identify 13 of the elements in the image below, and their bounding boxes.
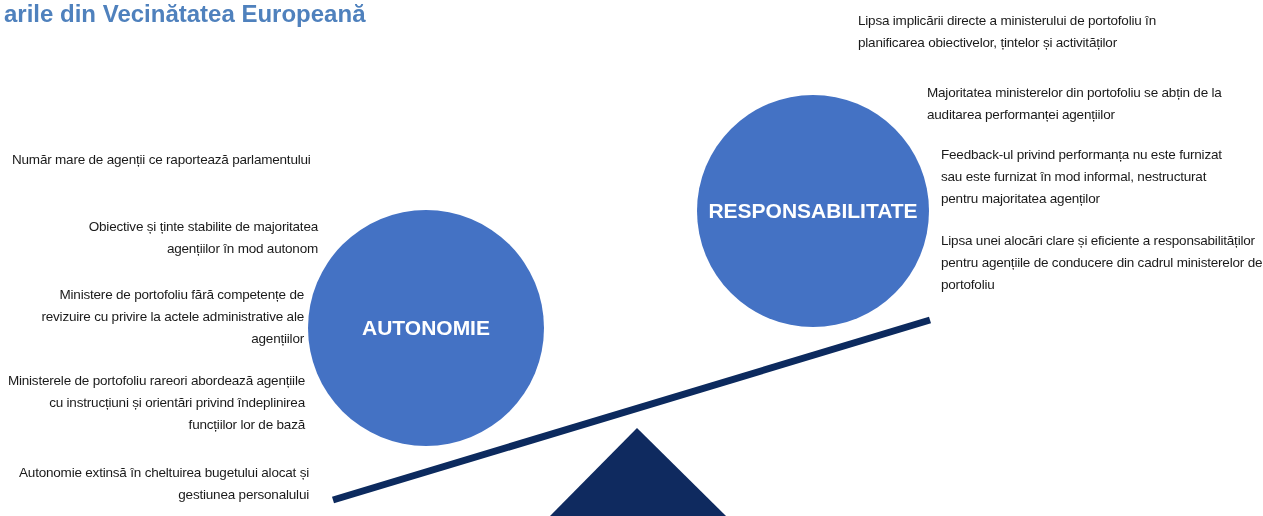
annotation-text: Lipsa implicării directe a ministerului de portofoliu în planificarea obiectivelor, țintelor și activităților — [858, 12, 1157, 52]
annotation-text: Majoritatea ministerelor din portofoliu se abțin de la auditarea performanței agențiilor — [927, 84, 1223, 124]
node-label: AUTONOMIE — [362, 316, 490, 340]
annotation-text: Ministerele de portofoliu rareori abordează agențiile cu instrucțiuni și orientări privind îndeplinirea funcțiilor lor de bază — [6, 372, 305, 434]
circle-node — [697, 95, 929, 327]
annotation-text: Feedback-ul privind performanța nu este furnizat sau este furnizat în mod informal, nestructurat pentru majoritatea agenților — [941, 146, 1223, 208]
annotation-text: Autonomie extinsă în cheltuirea bugetului alocat și gestiunea personalului — [18, 464, 309, 504]
annotation-text: Număr mare de agenții ce raportează parlamentului — [12, 151, 312, 169]
annotation-text: Ministere de portofoliu fără competențe de revizuire cu privire la actele administrative ale agențiilor — [40, 286, 304, 348]
annotation-text: Lipsa unei alocări clare și eficiente a responsabilităților pentru agențiile de conducere din cadrul ministerelor de portofoliu — [941, 232, 1263, 294]
annotation-text: Obiective și ținte stabilite de majoritatea agențiilor în mod autonom — [87, 218, 318, 258]
title: arile din Vecinătatea Europeană — [4, 0, 366, 28]
node-label: RESPONSABILITATE — [708, 199, 918, 223]
